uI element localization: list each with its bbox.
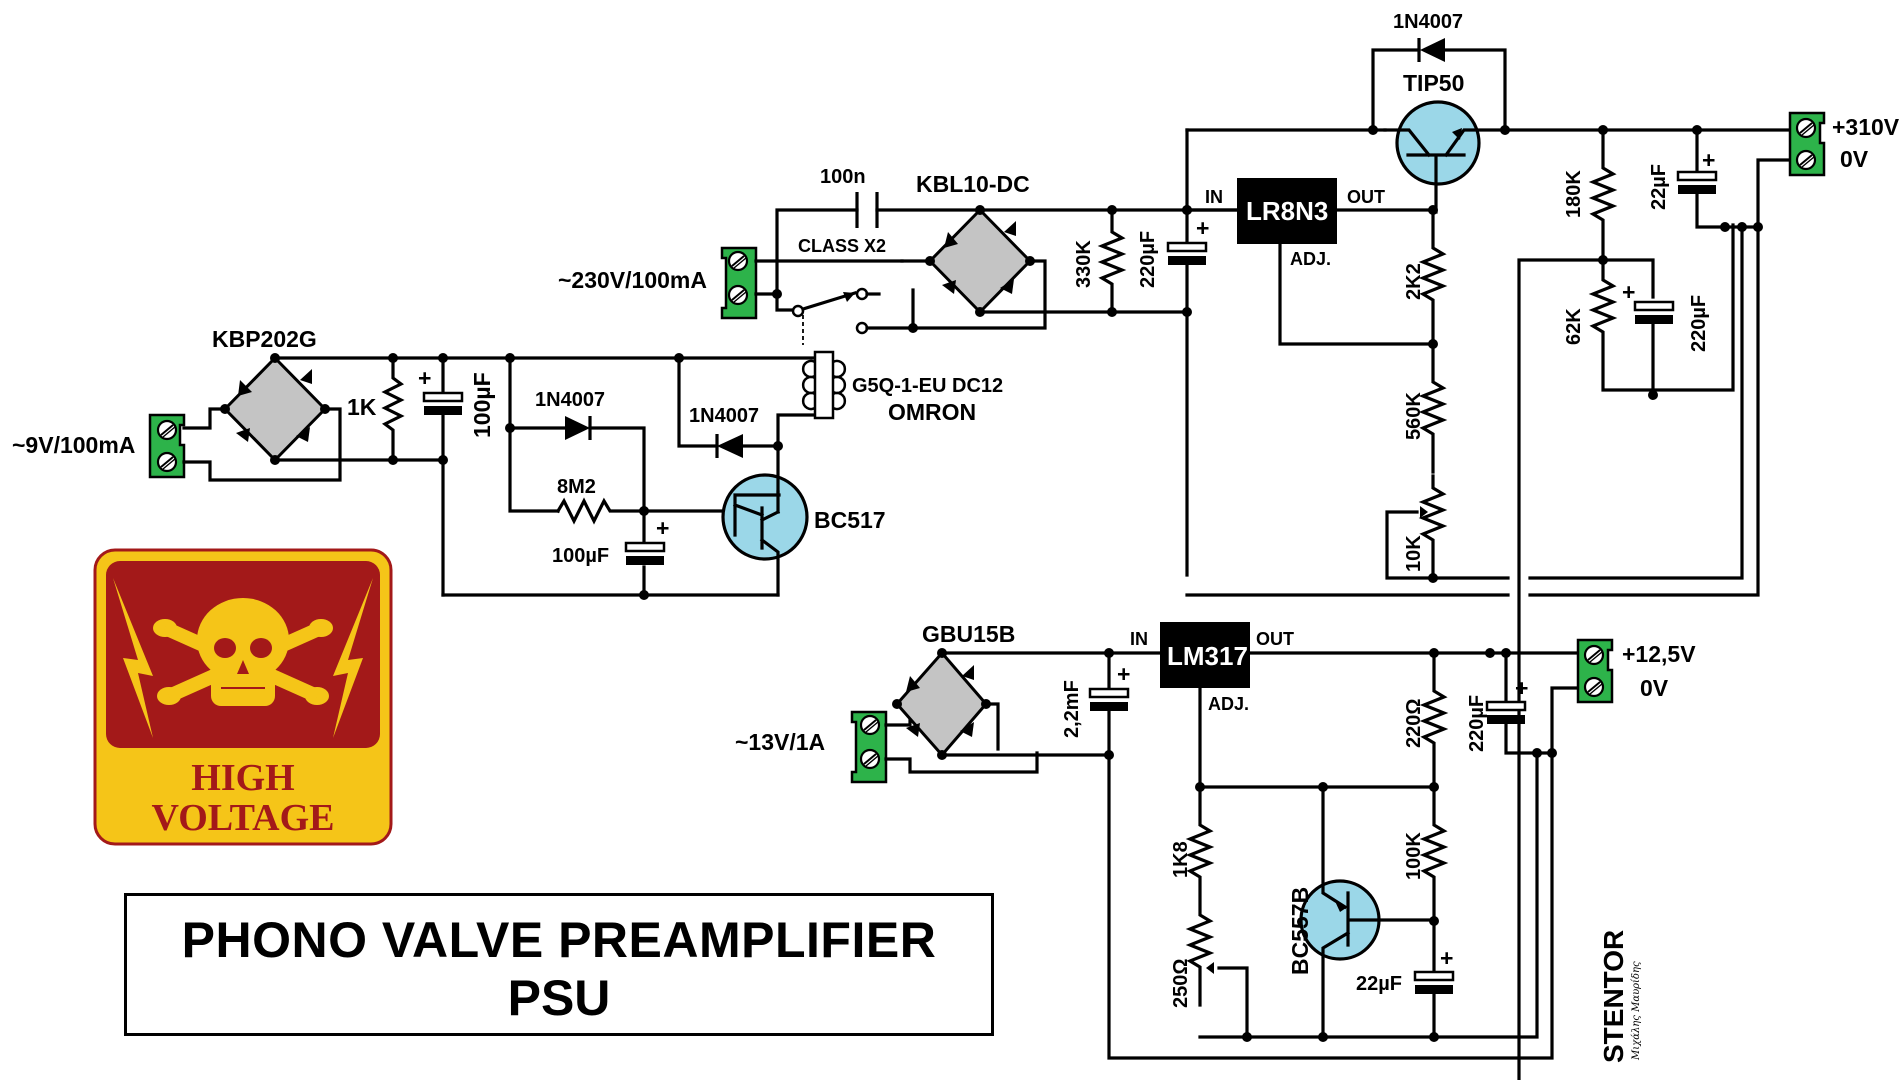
plus-icon: + xyxy=(1440,945,1453,971)
r-180k-label: 180K xyxy=(1563,170,1585,218)
screw-icon xyxy=(1583,644,1605,666)
terminal-230v xyxy=(720,246,758,320)
r-1k-label: 1K xyxy=(347,394,377,420)
plus-icon: + xyxy=(1622,279,1635,305)
c-100u-b-label: 100µF xyxy=(552,545,609,567)
r-2k2-label: 2K2 xyxy=(1403,263,1425,300)
c-2m2-label: 2,2mF xyxy=(1061,680,1083,738)
q-tip50-label: TIP50 xyxy=(1403,70,1464,96)
bridge-gbu15b-label: GBU15B xyxy=(922,621,1015,647)
c-100n-label: 100n xyxy=(820,166,866,188)
title-line2: PSU xyxy=(507,970,611,1026)
input-9v-label: ~9V/100mA xyxy=(12,432,135,458)
relay-coil xyxy=(801,350,847,420)
r-560k-label: 560K xyxy=(1403,392,1425,440)
r-220-label: 220Ω xyxy=(1403,699,1425,748)
transistor-tip50 xyxy=(1383,100,1507,214)
regulator-lr8n3 xyxy=(1237,178,1337,244)
terminal-13v xyxy=(850,710,888,784)
terminal-9v xyxy=(148,413,186,479)
r-100k-label: 100K xyxy=(1403,832,1425,880)
c-100u-a-label: 100µF xyxy=(469,372,495,438)
output-310v-label: +310V xyxy=(1832,114,1900,140)
bridge-kbp202g xyxy=(220,353,330,465)
screw-icon xyxy=(1795,149,1817,171)
bridge-kbl10-label: KBL10-DC xyxy=(916,171,1030,197)
reg-lr8n3-label: LR8N3 xyxy=(1246,196,1328,226)
high-voltage-warning-sign: HIGH VOLTAGE xyxy=(93,548,393,846)
r-62k-label: 62K xyxy=(1563,308,1585,345)
input-13v-label: ~13V/1A xyxy=(735,729,825,755)
terminal-12v5 xyxy=(1576,638,1614,704)
output-12v5-label: +12,5V xyxy=(1622,641,1696,667)
screw-icon xyxy=(156,419,178,441)
d-1n4007-b-label: 1N4007 xyxy=(689,405,759,427)
pot-250-label: 250Ω xyxy=(1170,959,1192,1008)
plus-icon: + xyxy=(1702,147,1715,173)
c-22u-b-label: 22µF xyxy=(1356,973,1402,995)
transistor-bc517 xyxy=(721,473,809,597)
title-line1: PHONO VALVE PREAMPLIFIER xyxy=(181,912,937,968)
d-1n4007-c-label: 1N4007 xyxy=(1393,11,1463,33)
c-100n-class-label: CLASS X2 xyxy=(798,236,886,256)
reg-adj-label-lv: ADJ. xyxy=(1208,694,1249,714)
plus-icon: + xyxy=(1117,661,1130,687)
reg-in-label-lv: IN xyxy=(1130,629,1148,649)
c-220u-c-label: 220µF xyxy=(1466,695,1488,752)
screw-icon xyxy=(1583,676,1605,698)
reg-lm317-label: LM317 xyxy=(1167,641,1248,671)
brand-tagline: Μιχάλης Μαυρίδης xyxy=(1631,961,1642,1061)
title-box: PHONO VALVE PREAMPLIFIER PSU xyxy=(124,893,994,1036)
d-1n4007-a-label: 1N4007 xyxy=(535,389,605,411)
reg-adj-label: ADJ. xyxy=(1290,249,1331,269)
q-bc517-label: BC517 xyxy=(814,507,886,533)
brand-logo: STENTOR Μιχάλης Μαυρίδης xyxy=(1595,905,1643,1065)
screw-icon xyxy=(727,250,749,272)
r-330k-label: 330K xyxy=(1073,240,1095,288)
hv-line1: HIGH xyxy=(191,757,294,799)
relay-part-label: G5Q-1-EU DC12 xyxy=(852,375,1003,397)
reg-in-label: IN xyxy=(1205,187,1223,207)
brand-name: STENTOR xyxy=(1598,930,1629,1063)
reg-out-label-lv: OUT xyxy=(1256,629,1294,649)
lightning-bolt-icon xyxy=(113,578,373,738)
bridge-kbp202g-label: KBP202G xyxy=(212,326,317,352)
pot-10k-label: 10K xyxy=(1403,535,1425,572)
screw-icon xyxy=(859,714,881,736)
plus-icon: + xyxy=(418,365,431,391)
bridge-kbl10-dc xyxy=(925,205,1035,317)
output-0v-hv-label: 0V xyxy=(1840,146,1869,172)
plus-icon: + xyxy=(1515,675,1528,701)
relay-brand-label: OMRON xyxy=(888,399,976,425)
plus-icon: + xyxy=(1196,215,1209,241)
regulator-lm317 xyxy=(1160,622,1250,688)
input-230v-label: ~230V/100mA xyxy=(558,267,707,293)
bridge-gbu15b xyxy=(892,648,991,760)
r-8m2-label: 8M2 xyxy=(557,476,596,498)
screw-icon xyxy=(1795,117,1817,139)
screw-icon xyxy=(156,451,178,473)
screw-icon xyxy=(727,284,749,306)
hv-line2: VOLTAGE xyxy=(152,797,335,839)
c-220u-b-label: 220µF xyxy=(1688,295,1710,352)
screw-icon xyxy=(859,748,881,770)
r-1k8-label: 1K8 xyxy=(1170,841,1192,878)
terminal-310v xyxy=(1788,111,1826,177)
skull-crossbones-icon xyxy=(153,598,333,706)
c-22u-a-label: 22µF xyxy=(1648,164,1670,210)
plus-icon: + xyxy=(656,515,669,541)
transistor-bc557b xyxy=(1299,785,1436,1039)
c-220u-a-label: 220µF xyxy=(1137,231,1159,288)
reg-out-label: OUT xyxy=(1347,187,1385,207)
q-bc557b-label: BC557B xyxy=(1287,887,1313,975)
output-0v-lv-label: 0V xyxy=(1640,675,1669,701)
